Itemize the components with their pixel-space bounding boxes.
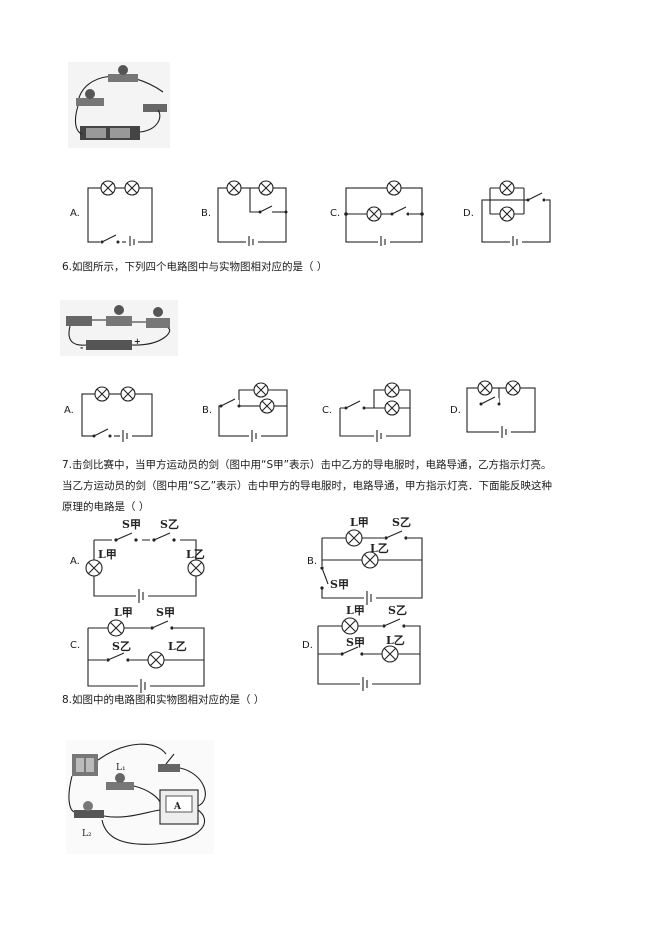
- q7-stem-line-3: 原理的电路是（ ）: [62, 501, 150, 513]
- q5-option-c-circuit[interactable]: [344, 178, 426, 246]
- q5-option-d-circuit[interactable]: [476, 178, 554, 246]
- q6-question-stem: 6.如图所示，下列四个电路图中与实物图相对应的是（ ）: [62, 261, 328, 273]
- svg-text:+: +: [134, 336, 141, 346]
- q7-b-s-yi-label: S乙: [392, 516, 411, 529]
- q5-option-c-label: C.: [330, 208, 341, 219]
- q7-option-b-label: B.: [307, 556, 318, 567]
- svg-text:-: -: [80, 342, 83, 352]
- q8-l2-label: L₂: [82, 829, 92, 839]
- q7-c-l-jia-label: L甲: [114, 606, 133, 619]
- q5-option-b-circuit[interactable]: [216, 178, 292, 246]
- q7-option-a-label: A.: [70, 556, 80, 567]
- q5-option-a-label: A.: [70, 208, 80, 219]
- q7-option-c-circuit[interactable]: L甲 S甲 S乙 L乙: [82, 602, 212, 694]
- q7-b-s-jia-label: S甲: [330, 578, 349, 591]
- q6-option-d-label: D.: [450, 405, 461, 416]
- q8-physical-circuit-image: L₁ L₂ A: [66, 740, 214, 854]
- q7-b-l-jia-label: L甲: [350, 516, 369, 529]
- q7-option-d-circuit[interactable]: L甲 S乙 S甲 L乙: [314, 602, 426, 694]
- q7-a-l-yi-label: L乙: [186, 548, 205, 561]
- q8-l1-label: L₁: [116, 763, 126, 773]
- q7-stem-line-1: 7.击剑比赛中，当甲方运动员的剑（图中用“S甲”表示）击中乙方的导电服时，电路导…: [62, 459, 552, 471]
- q6-option-d-circuit[interactable]: [463, 374, 539, 438]
- q6-option-a-circuit[interactable]: [80, 378, 156, 444]
- q7-option-a-circuit[interactable]: S甲 S乙 L甲 L乙: [82, 514, 208, 610]
- q7-b-l-yi-label: L乙: [370, 542, 389, 555]
- q5-physical-circuit-image: [68, 62, 170, 148]
- q6-option-c-label: C.: [322, 405, 333, 416]
- q7-d-s-jia-label: S甲: [346, 636, 365, 649]
- q7-d-s-yi-label: S乙: [388, 604, 407, 617]
- q7-d-l-yi-label: L乙: [386, 634, 405, 647]
- q6-physical-circuit-drawing: - +: [66, 305, 171, 352]
- q7-c-l-yi-label: L乙: [168, 640, 187, 653]
- q6-option-a-label: A.: [64, 405, 74, 416]
- q6-option-c-circuit[interactable]: [336, 378, 414, 444]
- q8-physical-circuit-drawing: L₁ L₂ A: [68, 743, 206, 845]
- q5-physical-circuit-drawing: [74, 65, 167, 140]
- q7-a-s-yi-label: S乙: [160, 518, 179, 531]
- q7-c-s-jia-label: S甲: [156, 606, 175, 619]
- q7-d-l-jia-label: L甲: [346, 604, 365, 617]
- q7-a-s-jia-label: S甲: [122, 518, 141, 531]
- q7-c-s-yi-label: S乙: [112, 640, 131, 653]
- q7-option-d-label: D.: [302, 640, 313, 651]
- q5-option-d-label: D.: [463, 208, 474, 219]
- q7-a-l-jia-label: L甲: [98, 548, 117, 561]
- q8-ammeter-label: A: [173, 802, 182, 812]
- q6-option-b-label: B.: [202, 405, 213, 416]
- q5-option-b-label: B.: [201, 208, 212, 219]
- q7-stem-line-2: 当乙方运动员的剑（图中用“S乙”表示）击中甲方的导电服时，电路导通，甲方指示灯亮…: [62, 480, 553, 492]
- q7-option-c-label: C.: [70, 640, 81, 651]
- q8-question-stem: 8.如图中的电路图和实物图相对应的是（ ）: [62, 694, 265, 706]
- q5-option-a-circuit[interactable]: [86, 178, 156, 246]
- q7-option-b-circuit[interactable]: L甲 S乙 L乙 S甲: [318, 514, 426, 606]
- q6-option-b-circuit[interactable]: [215, 378, 291, 444]
- q6-physical-circuit-image: - +: [60, 300, 178, 356]
